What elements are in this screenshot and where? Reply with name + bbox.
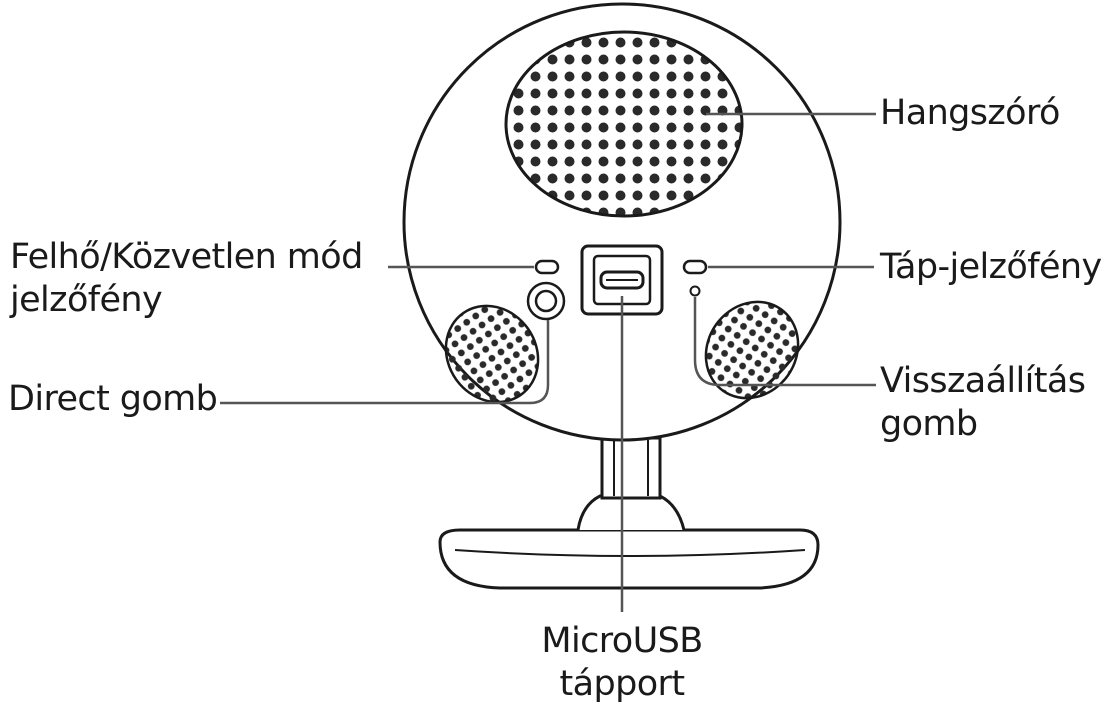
reset-button-leader <box>693 297 876 387</box>
label-reset-button: Visszaállítás gomb <box>880 361 1086 444</box>
direct-button <box>526 281 566 321</box>
power-led <box>682 259 708 275</box>
label-speaker: Hangszóró <box>880 93 1060 133</box>
direct-button-leader <box>220 320 550 405</box>
right-side-grille <box>704 300 800 400</box>
label-power-led: Táp-jelzőfény <box>880 247 1102 287</box>
speaker-grille <box>504 30 744 218</box>
label-microusb-port: MicroUSB tápport <box>541 621 703 704</box>
cloud-direct-led <box>534 259 560 275</box>
camera-stand <box>438 436 820 590</box>
callout-lines <box>220 112 876 612</box>
left-side-grille <box>444 304 540 404</box>
label-direct-button: Direct gomb <box>8 379 218 419</box>
label-cloud-direct-led: Felhő/Közvetlen mód jelzőfény <box>10 237 363 320</box>
reset-pinhole <box>689 285 701 297</box>
